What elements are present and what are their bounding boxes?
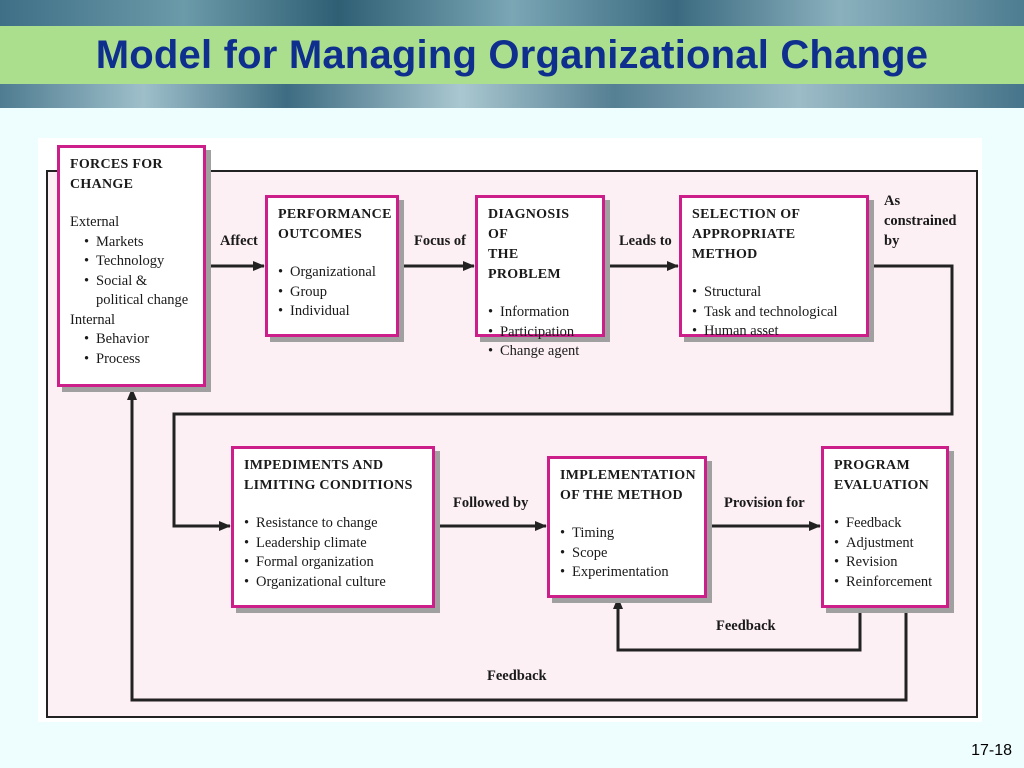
list-item: Markets (84, 233, 193, 253)
title-band: Model for Managing Organizational Change (0, 26, 1024, 84)
box-heading: PERFORMANCE OUTCOMES (278, 207, 392, 242)
list-item: Formal organization (244, 553, 422, 573)
change-model-diagram: FORCES FOR CHANGE External Markets Techn… (38, 138, 982, 722)
list-item: Scope (560, 544, 694, 564)
evaluation-list: Feedback Adjustment Revision Reinforceme… (834, 514, 936, 592)
list-item: Social & political change (84, 272, 193, 311)
box-heading: DIAGNOSIS OF THE PROBLEM (488, 207, 570, 282)
list-item: Behavior (84, 330, 193, 350)
list-item: Technology (84, 252, 193, 272)
list-item: Revision (834, 553, 936, 573)
box-impediments-and-limiting-conditions: IMPEDIMENTS AND LIMITING CONDITIONS Resi… (231, 446, 435, 608)
label-leads-to: Leads to (619, 233, 672, 249)
list-item: Individual (278, 302, 386, 322)
performance-list: Organizational Group Individual (278, 263, 386, 322)
internal-list: Behavior Process (70, 330, 193, 369)
external-label: External (70, 214, 120, 230)
internal-label: Internal (70, 311, 116, 328)
list-item: Information (488, 303, 592, 323)
list-item: Human asset (692, 322, 856, 342)
box-heading: SELECTION OF APPROPRIATE METHOD (692, 207, 801, 262)
box-heading: IMPEDIMENTS AND LIMITING CONDITIONS (244, 458, 413, 493)
label-feedback-outer: Feedback (487, 668, 547, 684)
list-item: Experimentation (560, 563, 694, 583)
label-affect: Affect (220, 233, 258, 249)
list-item: Participation (488, 323, 592, 343)
slide-title: Model for Managing Organizational Change (95, 32, 929, 77)
label-provision-for: Provision for (724, 495, 805, 511)
box-heading: IMPLEMENTATION OF THE METHOD (560, 468, 696, 503)
list-item: Organizational (278, 263, 386, 283)
list-item: Organizational culture (244, 573, 422, 593)
box-heading: FORCES FOR CHANGE (70, 157, 163, 192)
box-performance-outcomes: PERFORMANCE OUTCOMES Organizational Grou… (265, 195, 399, 337)
selection-list: Structural Task and technological Human … (692, 283, 856, 342)
box-implementation-of-the-method: IMPLEMENTATION OF THE METHOD Timing Scop… (547, 456, 707, 598)
page-number: 17-18 (971, 742, 1012, 759)
impediments-list: Resistance to change Leadership climate … (244, 514, 422, 592)
label-focus-of: Focus of (414, 233, 466, 249)
label-as-constrained-by: As constrained by (884, 193, 957, 249)
arrow-feedback-inner (613, 597, 862, 652)
list-item: Group (278, 283, 386, 303)
list-item: Task and technological (692, 303, 856, 323)
list-item: Feedback (834, 514, 936, 534)
list-item: Process (84, 350, 193, 370)
arrow-as-constrained-by (172, 264, 954, 531)
title-background-top (0, 0, 1024, 30)
box-diagnosis-of-the-problem: DIAGNOSIS OF THE PROBLEM Information Par… (475, 195, 605, 361)
list-item: Timing (560, 524, 694, 544)
list-item: Resistance to change (244, 514, 422, 534)
list-item: Change agent (488, 342, 592, 362)
list-item: Reinforcement (834, 573, 936, 593)
label-followed-by: Followed by (453, 495, 529, 511)
external-list: Markets Technology Social & political ch… (70, 233, 193, 311)
list-item: Adjustment (834, 534, 936, 554)
box-selection-of-appropriate-method: SELECTION OF APPROPRIATE METHOD Structur… (679, 195, 869, 341)
diagnosis-list: Information Participation Change agent (488, 303, 592, 362)
box-forces-for-change: FORCES FOR CHANGE External Markets Techn… (57, 145, 206, 387)
box-heading: PROGRAM EVALUATION (834, 458, 930, 493)
arrow-feedback-outer (127, 388, 908, 702)
title-background-bottom (0, 84, 1024, 108)
label-feedback-inner: Feedback (716, 618, 776, 634)
connector-lines (127, 261, 954, 702)
implementation-list: Timing Scope Experimentation (560, 524, 694, 583)
list-item: Structural (692, 283, 856, 303)
box-program-evaluation: PROGRAM EVALUATION Feedback Adjustment R… (821, 446, 949, 608)
list-item: Leadership climate (244, 534, 422, 554)
